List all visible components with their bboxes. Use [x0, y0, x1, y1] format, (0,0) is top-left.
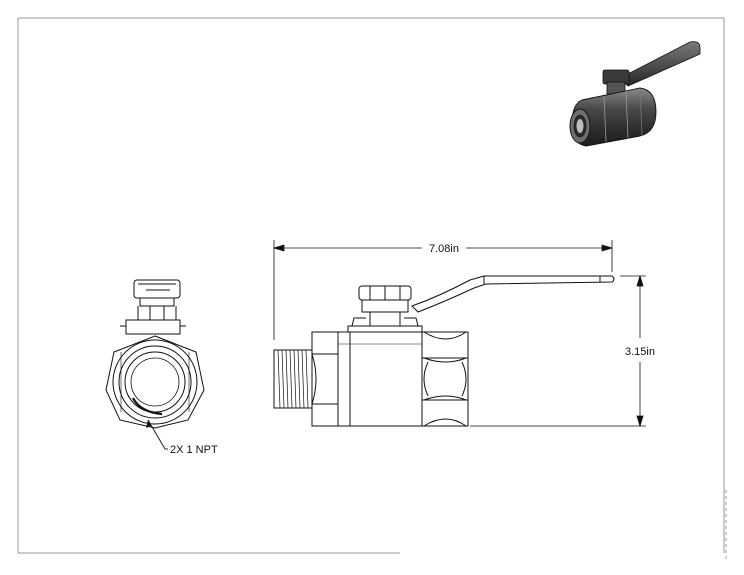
front-view-valve [273, 275, 615, 427]
thread-callout [146, 419, 168, 450]
height-dimension-label: 3.15in [625, 346, 655, 358]
width-dimension [272, 240, 614, 340]
sheet-frame [17, 17, 727, 560]
thread-note: 2X 1 NPT [170, 444, 218, 456]
isometric-valve-view [569, 41, 701, 147]
width-dimension-label: 7.08in [429, 243, 459, 255]
height-dimension [470, 274, 646, 428]
end-view-valve [105, 279, 205, 429]
